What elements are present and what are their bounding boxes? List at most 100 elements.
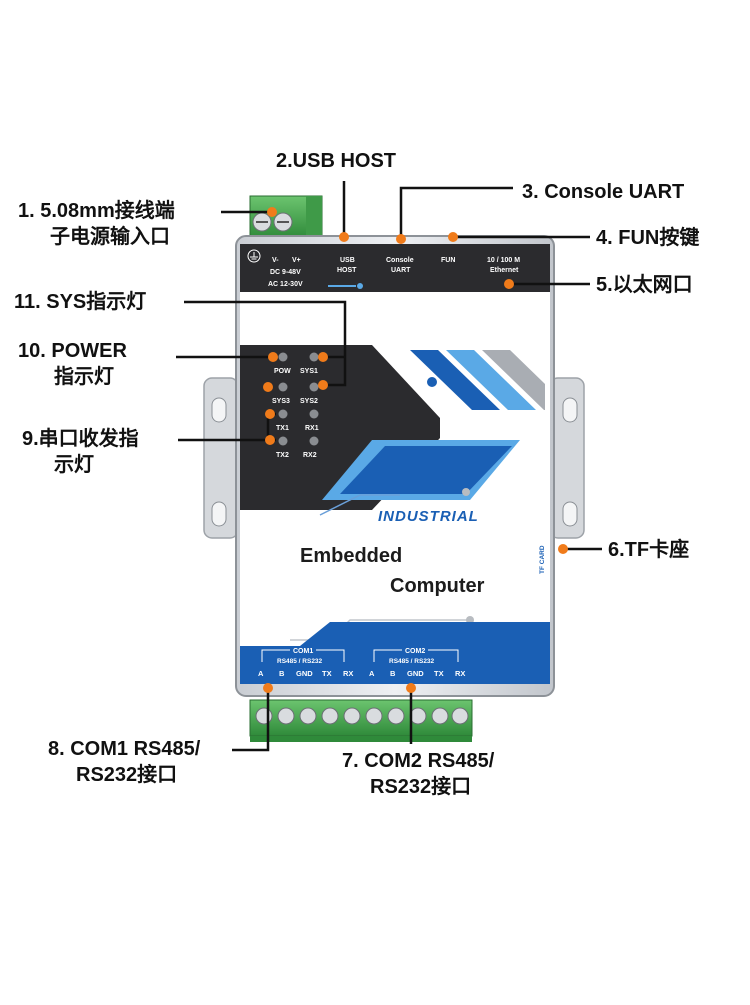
- power-terminal-block: [249, 195, 323, 239]
- led-rx2-label: RX2: [303, 452, 317, 459]
- usb-label-line2: HOST: [337, 267, 357, 274]
- dot-console-uart: [396, 234, 406, 244]
- com1-pin-a: A: [258, 669, 264, 678]
- dot-com1: [263, 683, 273, 693]
- led-rx1: [309, 409, 319, 419]
- leader-com1: [232, 688, 270, 752]
- dot-sys1-led: [318, 352, 328, 362]
- ethernet-label-line2: Ethernet: [490, 267, 519, 274]
- callout-power-led: 10. POWER 指示灯: [18, 338, 127, 390]
- power-v-plus-label: V+: [292, 257, 301, 264]
- mounting-ear-left: [203, 377, 239, 539]
- callout-power-led-line1: 10. POWER: [18, 340, 127, 362]
- com1-bracket: [261, 649, 345, 662]
- com1-sub: RS485 / RS232: [277, 658, 323, 665]
- callout-com2-line1: 7. COM2 RS485/: [342, 750, 495, 772]
- callout-serial-led: 9.串口收发指 示灯: [22, 426, 139, 478]
- callout-com2-line2: RS232接口: [370, 776, 472, 798]
- led-pow-label: POW: [274, 368, 291, 375]
- callout-usb-host: 2.USB HOST: [276, 148, 396, 174]
- led-sys3: [278, 382, 288, 392]
- strip-accent-dot: [357, 283, 363, 289]
- com-label-band: [240, 622, 550, 684]
- dot-ethernet: [504, 279, 514, 289]
- com2-bracket: [373, 649, 459, 662]
- console-label-line1: Console: [386, 257, 414, 264]
- embedded-label: Embedded: [300, 545, 402, 567]
- callout-serial-led-line2: 示灯: [54, 454, 94, 476]
- top-strip-labels: V- V+ DC 9-48V AC 12-30V USB HOST Consol…: [268, 257, 520, 288]
- callout-console-uart: 3. Console UART: [522, 179, 684, 205]
- callout-power-terminal-line1: 1. 5.08mm接线端: [18, 200, 175, 222]
- dot-sys3-led: [263, 382, 273, 392]
- dot-power-terminal: [267, 207, 277, 217]
- leader-console-uart: [399, 186, 513, 238]
- com-terminal-blocks: [249, 699, 473, 742]
- led-sys3-label: SYS3: [272, 398, 290, 405]
- com2-pin-b: B: [390, 669, 396, 678]
- callout-fun-button-line1: 4. FUN按键: [596, 227, 700, 249]
- callout-dots: [263, 207, 568, 693]
- com1-pin-b: B: [279, 669, 285, 678]
- callout-ethernet-line1: 5.以太网口: [596, 274, 693, 296]
- callout-sys-led-line1: 11. SYS指示灯: [14, 291, 147, 313]
- led-sys1: [309, 352, 319, 362]
- dot-com2: [406, 683, 416, 693]
- callout-com2: 7. COM2 RS485/ RS232接口: [342, 748, 494, 800]
- callout-tf-card: 6.TF卡座: [608, 537, 689, 563]
- callout-tf-card-line1: 6.TF卡座: [608, 539, 690, 561]
- tf-card-label: TF CARD: [539, 545, 546, 574]
- led-array: [278, 352, 319, 446]
- led-rx2: [309, 436, 319, 446]
- fun-label: FUN: [441, 257, 455, 264]
- ethernet-label-line1: 10 / 100 M: [487, 257, 520, 264]
- callout-serial-led-line1: 9.串口收发指: [22, 428, 139, 450]
- console-label-line2: UART: [391, 267, 411, 274]
- com2-pin-gnd: GND: [407, 669, 424, 678]
- led-pow: [278, 352, 288, 362]
- dot-power-led: [268, 352, 278, 362]
- com2-pin-a: A: [369, 669, 375, 678]
- led-tx1-label: TX1: [276, 425, 289, 432]
- led-tx2-label: TX2: [276, 452, 289, 459]
- callout-power-terminal-line2: 子电源输入口: [50, 226, 170, 248]
- dot-tx1-led: [265, 409, 275, 419]
- led-rx1-label: RX1: [305, 425, 319, 432]
- callout-usb-host-line1: 2.USB HOST: [276, 150, 397, 172]
- led-sys1-label: SYS1: [300, 368, 318, 375]
- usb-label-line1: USB: [340, 257, 355, 264]
- led-sys2: [309, 382, 319, 392]
- callout-power-terminal: 1. 5.08mm接线端 子电源输入口: [18, 198, 175, 250]
- com-port-labels: COM1 RS485 / RS232 COM2 RS485 / RS232 A …: [258, 648, 465, 678]
- callout-fun-button: 4. FUN按键: [596, 225, 699, 251]
- computer-label: Computer: [390, 575, 485, 597]
- callout-ethernet: 5.以太网口: [596, 272, 693, 298]
- power-ac-label: AC 12-30V: [268, 281, 303, 288]
- dot-fun-button: [448, 232, 458, 242]
- com2-sub: RS485 / RS232: [389, 658, 435, 665]
- top-label-strip: [240, 244, 550, 292]
- callout-com1-line1: 8. COM1 RS485/: [48, 738, 201, 760]
- dot-sys2-led: [318, 380, 328, 390]
- led-tx1: [278, 409, 288, 419]
- com2-pin-tx: TX: [434, 669, 444, 678]
- power-v-minus-label: V-: [272, 257, 279, 264]
- com2-title: COM2: [405, 648, 425, 655]
- led-labels: POW SYS1 SYS3 SYS2 TX1 RX1 TX2 RX2: [272, 368, 319, 459]
- com2-pin-rx: RX: [455, 669, 465, 678]
- dot-tf-card: [558, 544, 568, 554]
- mounting-ear-right: [549, 377, 585, 539]
- dot-tx2-led: [265, 435, 275, 445]
- leader-sys-led: [184, 300, 347, 357]
- callout-sys-led: 11. SYS指示灯: [14, 289, 146, 315]
- decorative-stripes: [319, 350, 545, 516]
- callout-com1-line2: RS232接口: [76, 764, 178, 786]
- ground-icon: [247, 249, 261, 263]
- callout-console-uart-line1: 3. Console UART: [522, 181, 685, 203]
- com1-title: COM1: [293, 648, 313, 655]
- power-dc-label: DC 9-48V: [270, 269, 301, 276]
- com1-pin-rx: RX: [343, 669, 353, 678]
- industrial-label: INDUSTRIAL: [378, 508, 479, 525]
